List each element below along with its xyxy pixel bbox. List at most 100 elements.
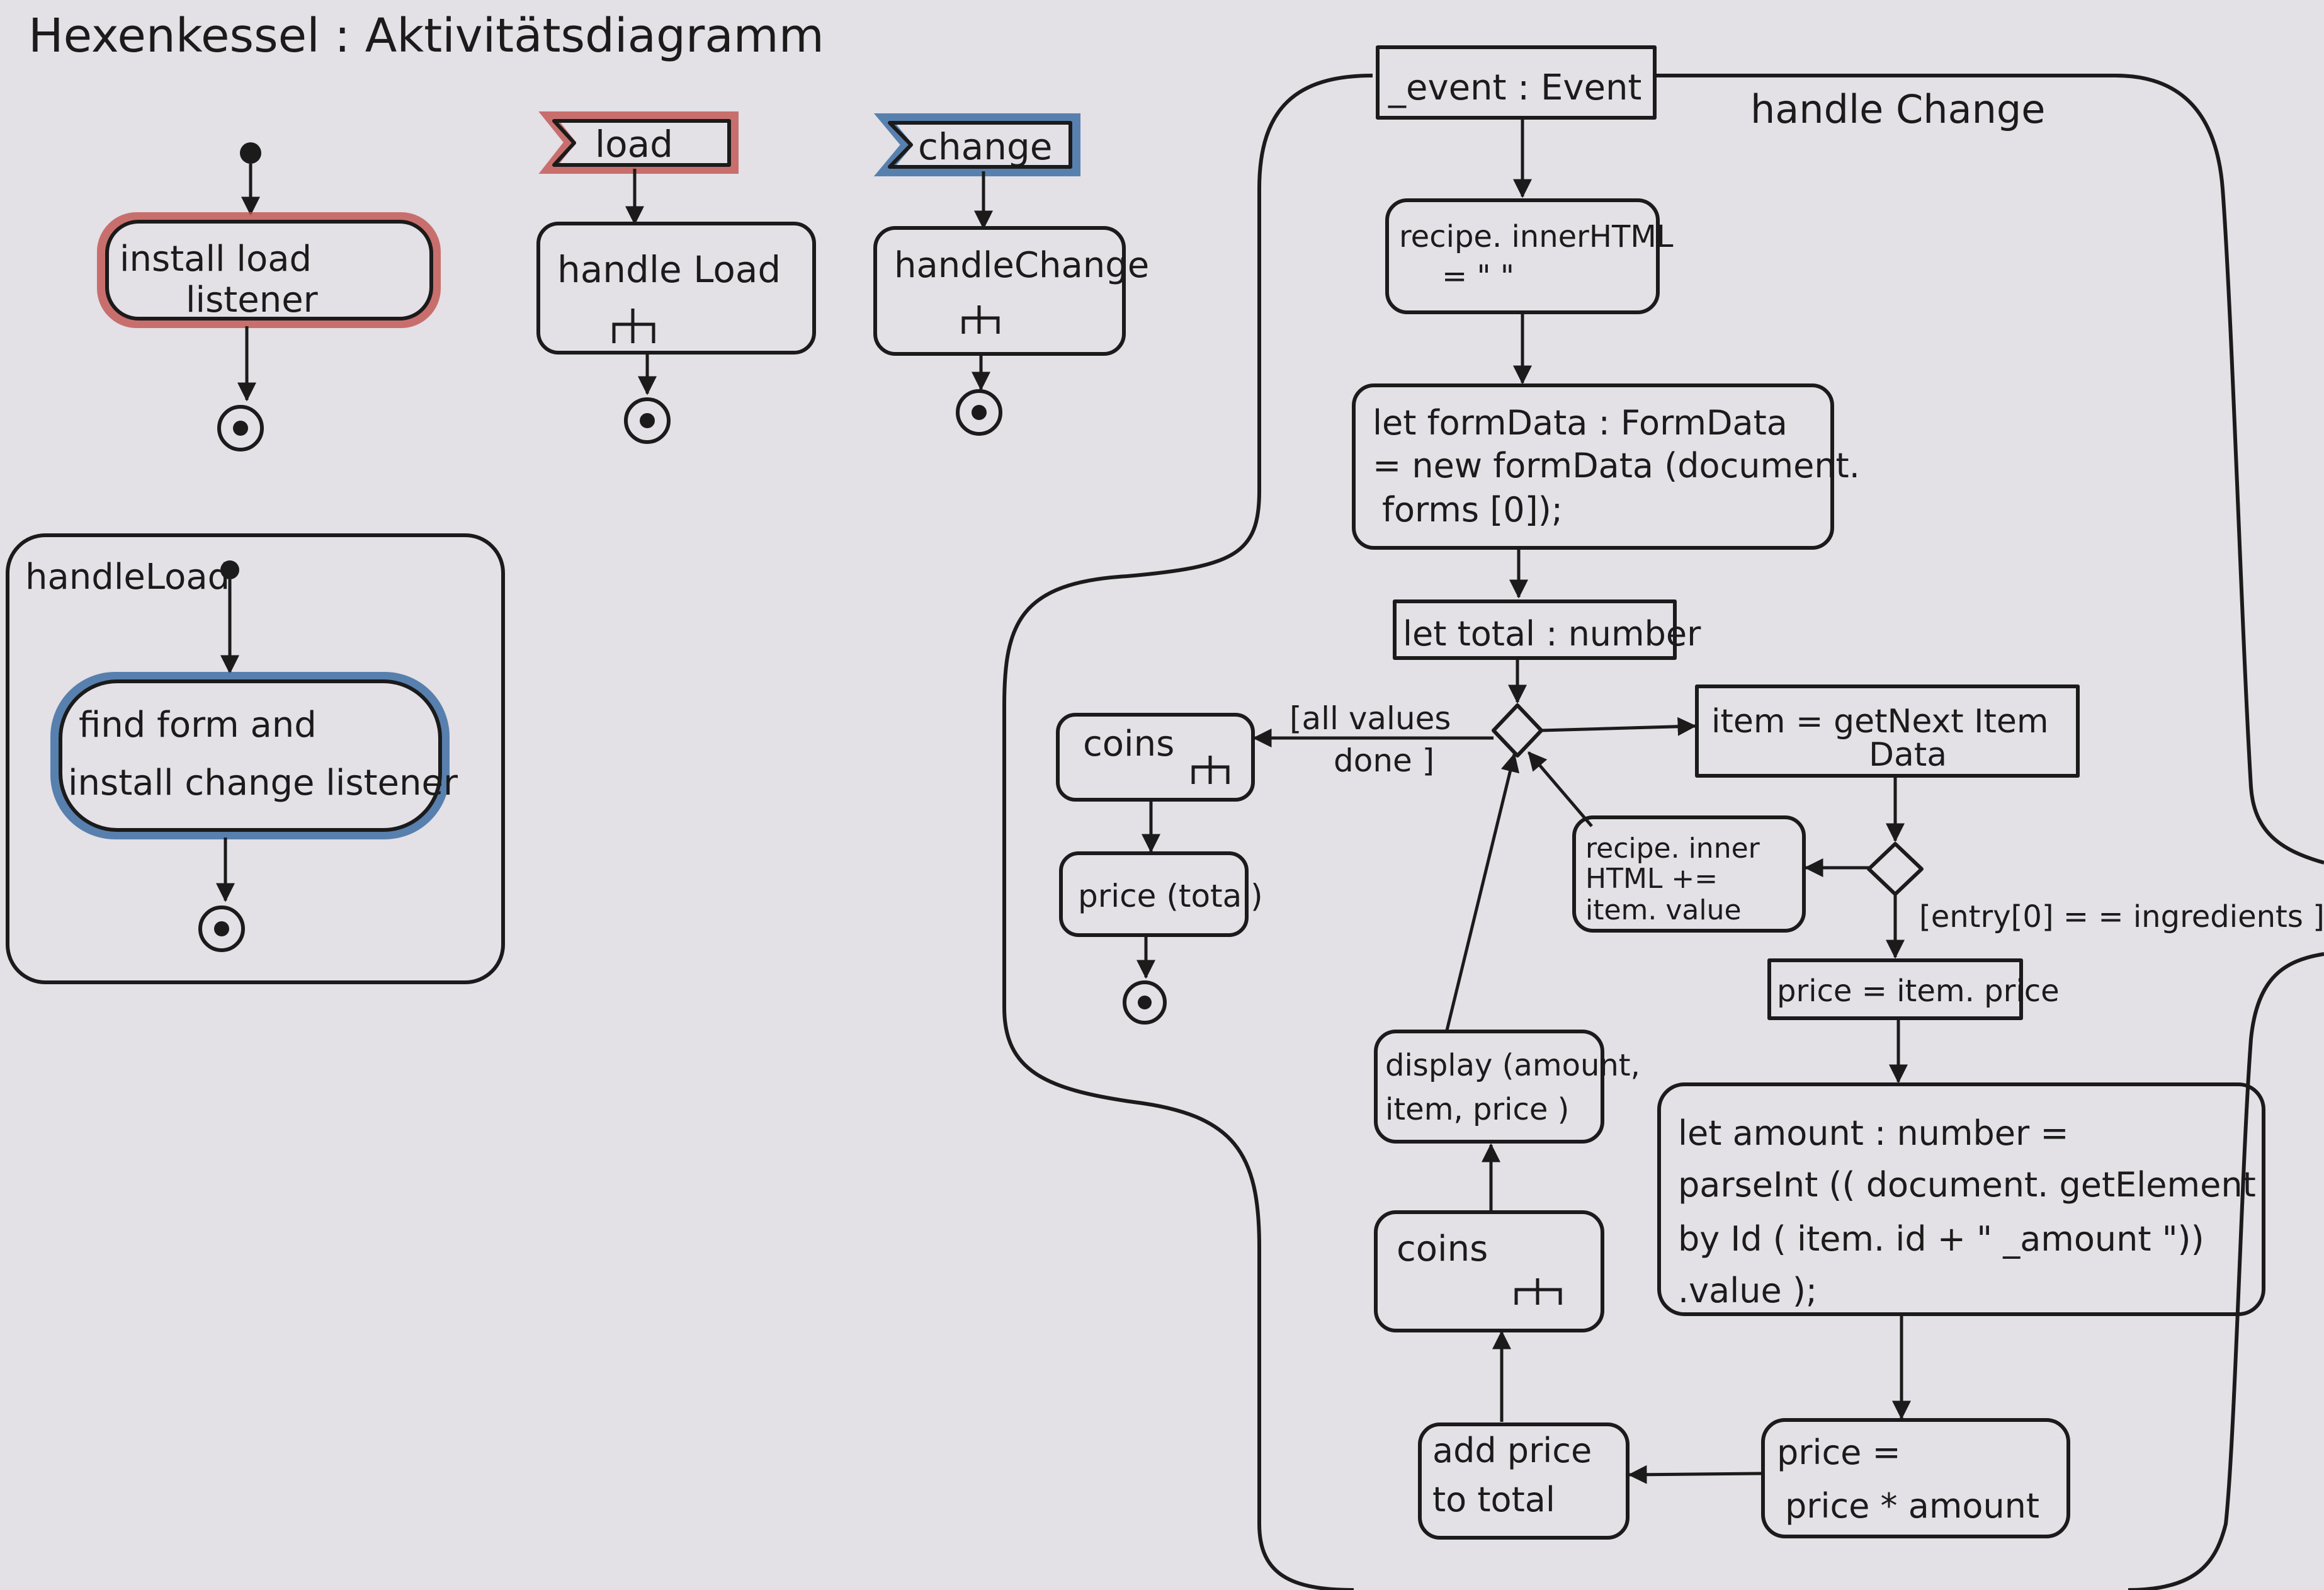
- done-guard-line-2: done ]: [1334, 742, 1434, 779]
- get-item-line-1: item = getNext Item: [1711, 703, 2049, 741]
- add-price-line-1: add price: [1432, 1431, 1592, 1470]
- recipe-reset-line-1: recipe. innerHTML: [1399, 219, 1674, 254]
- final-node-handle-change: [1123, 980, 1167, 1025]
- get-item-text: item = getNext Item Data: [1711, 703, 2059, 774]
- change-signal: [888, 121, 1072, 169]
- handle-load-frame: [6, 533, 505, 984]
- install-load-line-2: listener: [186, 280, 319, 321]
- form-data-line-1: let formData : FormData: [1373, 403, 1788, 443]
- load-signal: [552, 119, 731, 167]
- price-item-label: price = item. price: [1777, 974, 2060, 1009]
- find-form-highlight: [50, 672, 450, 839]
- rake-icon: [1514, 1278, 1562, 1305]
- change-signal-highlight: [873, 113, 1080, 176]
- display-line-2: item, price ): [1385, 1092, 1569, 1127]
- change-signal-label: change: [918, 125, 1052, 168]
- handle-change-label: handleChange: [894, 245, 1149, 286]
- price-multiply-text: price = price * amount: [1777, 1433, 2039, 1526]
- price-total-label: price (total): [1078, 878, 1263, 914]
- initial-node: [240, 142, 261, 164]
- rake-icon: [1191, 756, 1230, 784]
- recipe-reset-action: [1385, 198, 1660, 314]
- recipe-reset-text: recipe. innerHTML = " ": [1399, 219, 1683, 294]
- event-parameter: [1376, 45, 1657, 120]
- edge-recipe-add-merge: [1528, 751, 1593, 827]
- amount-text: let amount : number = parseInt (( docume…: [1678, 1113, 2267, 1310]
- rake-icon: [961, 305, 1000, 334]
- get-item-action: [1695, 684, 2080, 778]
- edge-decision-item: [1541, 717, 1697, 736]
- final-node-main-dot: [233, 421, 248, 436]
- install-load-action: [105, 220, 433, 321]
- handle-change-activity-name: handle Change: [1750, 86, 2045, 132]
- main-flow: install load listener: [97, 142, 441, 451]
- final-node-load: [624, 397, 671, 444]
- install-load-text: install load listener: [120, 239, 323, 321]
- rake-icon: [612, 309, 655, 343]
- change-signal-flow: change handleChange: [873, 113, 1149, 436]
- display-action: [1374, 1030, 1604, 1144]
- form-data-action: [1352, 383, 1834, 550]
- find-form-text: find form and install change listener: [68, 705, 458, 804]
- event-parameter-label: _event : Event: [1388, 67, 1641, 108]
- handle-change-activity: handle Change _event : Event recipe. inn…: [1002, 45, 2324, 1590]
- final-node-load-dot: [640, 413, 655, 428]
- get-item-line-2: Data: [1869, 736, 1947, 774]
- load-signal-flow: load handle Load: [536, 111, 816, 444]
- display-line-1: display (amount,: [1385, 1048, 1640, 1083]
- price-multiply-action: [1761, 1418, 2070, 1538]
- final-node-change-dot: [972, 405, 987, 420]
- final-node-handle-load: [198, 906, 245, 952]
- final-node-main: [217, 405, 264, 451]
- price-multiply-line-1: price =: [1777, 1433, 1901, 1472]
- amount-line-2: parseInt (( document. getElement: [1678, 1165, 2256, 1205]
- price-total-action: [1059, 851, 1249, 937]
- find-form-line-1: find form and: [79, 705, 317, 746]
- recipe-reset-line-2: = " ": [1442, 259, 1514, 294]
- done-guard-line-1: [all values: [1290, 700, 1451, 737]
- recipe-add-line-1: recipe. inner: [1585, 832, 1760, 865]
- loop-decision: [1492, 703, 1543, 758]
- initial-node: [220, 560, 239, 579]
- final-node-handle-load-dot: [214, 921, 229, 936]
- handle-load-activity: handleLoad find form and install change …: [6, 533, 505, 984]
- load-signal-highlight: [538, 111, 739, 174]
- find-form-line-2: install change listener: [68, 763, 458, 804]
- final-node-handle-change-dot: [1138, 996, 1152, 1009]
- form-data-text: let formData : FormData = new formData (…: [1373, 403, 1871, 530]
- amount-line-1: let amount : number =: [1678, 1113, 2069, 1153]
- amount-line-4: .value );: [1678, 1271, 1817, 1310]
- find-form-action: [59, 679, 442, 832]
- install-load-highlight: [97, 212, 441, 328]
- total-object-label: let total : number: [1403, 614, 1701, 654]
- recipe-add-line-3: item. value: [1585, 894, 1742, 926]
- load-signal-label: load: [595, 123, 673, 166]
- install-load-line-1: install load: [120, 239, 312, 280]
- handle-load-activity-name: handleLoad: [25, 557, 230, 598]
- recipe-add-action: [1572, 815, 1806, 933]
- final-node-change: [956, 389, 1002, 436]
- form-data-line-3: forms [0]);: [1382, 490, 1563, 530]
- price-multiply-line-2: price * amount: [1785, 1486, 2039, 1526]
- done-guard: [all values done ]: [1290, 700, 1461, 779]
- handle-load-label: handle Load: [557, 248, 781, 291]
- edge-multiply-add: [1628, 1465, 1762, 1484]
- amount-action: [1657, 1082, 2265, 1316]
- add-price-line-2: to total: [1432, 1480, 1555, 1519]
- coins-loop-action: [1374, 1210, 1604, 1332]
- ingredients-guard: [entry[0] = = ingredients ]: [1919, 899, 2324, 934]
- display-text: display (amount, item, price ): [1385, 1048, 1650, 1127]
- add-price-text: add price to total: [1432, 1431, 1602, 1519]
- total-object: [1393, 599, 1677, 660]
- add-price-action: [1418, 1422, 1630, 1540]
- amount-line-3: by Id ( item. id + " _amount ")): [1678, 1219, 2204, 1259]
- recipe-add-text: recipe. inner HTML += item. value: [1585, 832, 1769, 926]
- coins-end-action: [1056, 713, 1255, 802]
- handle-load-action: [536, 222, 816, 355]
- handle-change-action: [873, 226, 1126, 356]
- ingredients-decision: [1867, 842, 1924, 896]
- diagram-title: Hexenkessel : Aktivitätsdiagramm: [28, 9, 824, 63]
- coins-loop-label: coins: [1397, 1229, 1488, 1269]
- edge-display-merge: [1445, 752, 1520, 1031]
